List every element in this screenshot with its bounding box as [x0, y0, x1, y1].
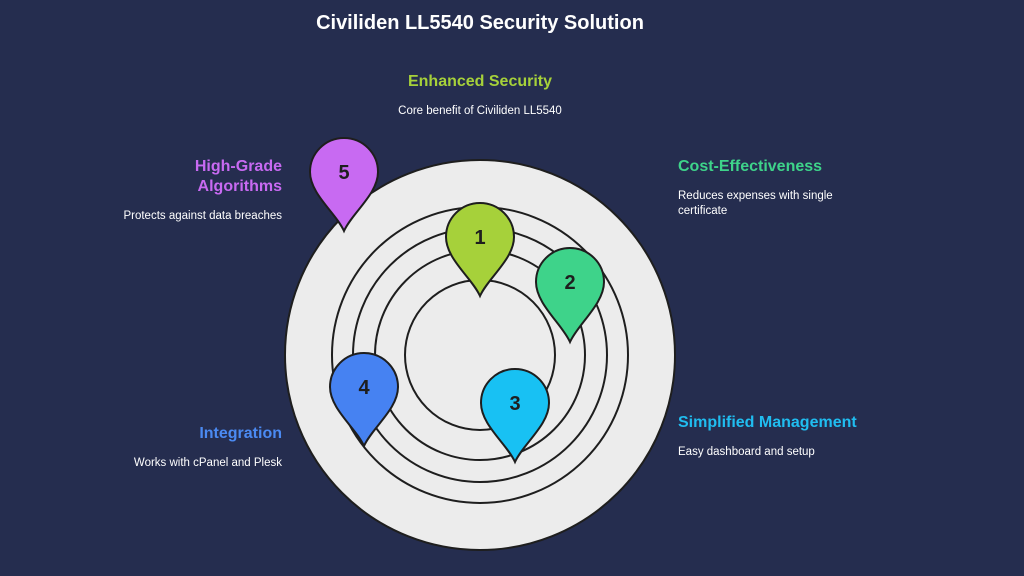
- pin-marker: [328, 352, 400, 449]
- pin-4: 4: [328, 352, 400, 449]
- pin-number: 5: [338, 162, 349, 184]
- pin-3: 3: [479, 368, 551, 465]
- pin-number: 4: [358, 377, 370, 399]
- map-pins: 1 2 3 4 5: [308, 137, 606, 465]
- item-heading: Enhanced Security: [407, 73, 553, 90]
- item-heading: Cost-Effectiveness: [678, 158, 823, 175]
- pin-number: 2: [564, 272, 575, 294]
- pin-number: 3: [509, 393, 520, 415]
- pin-5: 5: [308, 137, 380, 234]
- pin-2: 2: [534, 247, 606, 345]
- pin-number: 1: [474, 227, 485, 249]
- item-heading: High-Grade Algorithms: [194, 158, 282, 195]
- item-description: Works with cPanel and Plesk: [133, 457, 282, 469]
- pin-1: 1: [444, 202, 516, 299]
- item-description: Easy dashboard and setup: [678, 446, 815, 458]
- pin-marker: [534, 247, 606, 345]
- item-enhanced-security: Enhanced Security Core benefit of Civili…: [380, 72, 580, 119]
- item-heading: Integration: [199, 425, 282, 442]
- item-description: Protects against data breaches: [123, 210, 282, 222]
- page-title: Civiliden LL5540 Security Solution: [316, 12, 644, 34]
- pin-marker: [479, 368, 551, 465]
- item-cost-effectiveness: Cost-Effectiveness Reduces expenses with…: [678, 157, 858, 219]
- item-high-grade-algorithms: High-Grade Algorithms Protects against d…: [110, 157, 282, 224]
- item-description: Reduces expenses with single certificate: [678, 190, 833, 217]
- item-simplified-management: Simplified Management Easy dashboard and…: [678, 413, 858, 460]
- pin-marker: [308, 137, 380, 234]
- item-heading: Simplified Management: [678, 414, 857, 431]
- pin-marker: [444, 202, 516, 299]
- item-description: Core benefit of Civiliden LL5540: [398, 105, 562, 117]
- item-integration: Integration Works with cPanel and Plesk: [110, 424, 282, 471]
